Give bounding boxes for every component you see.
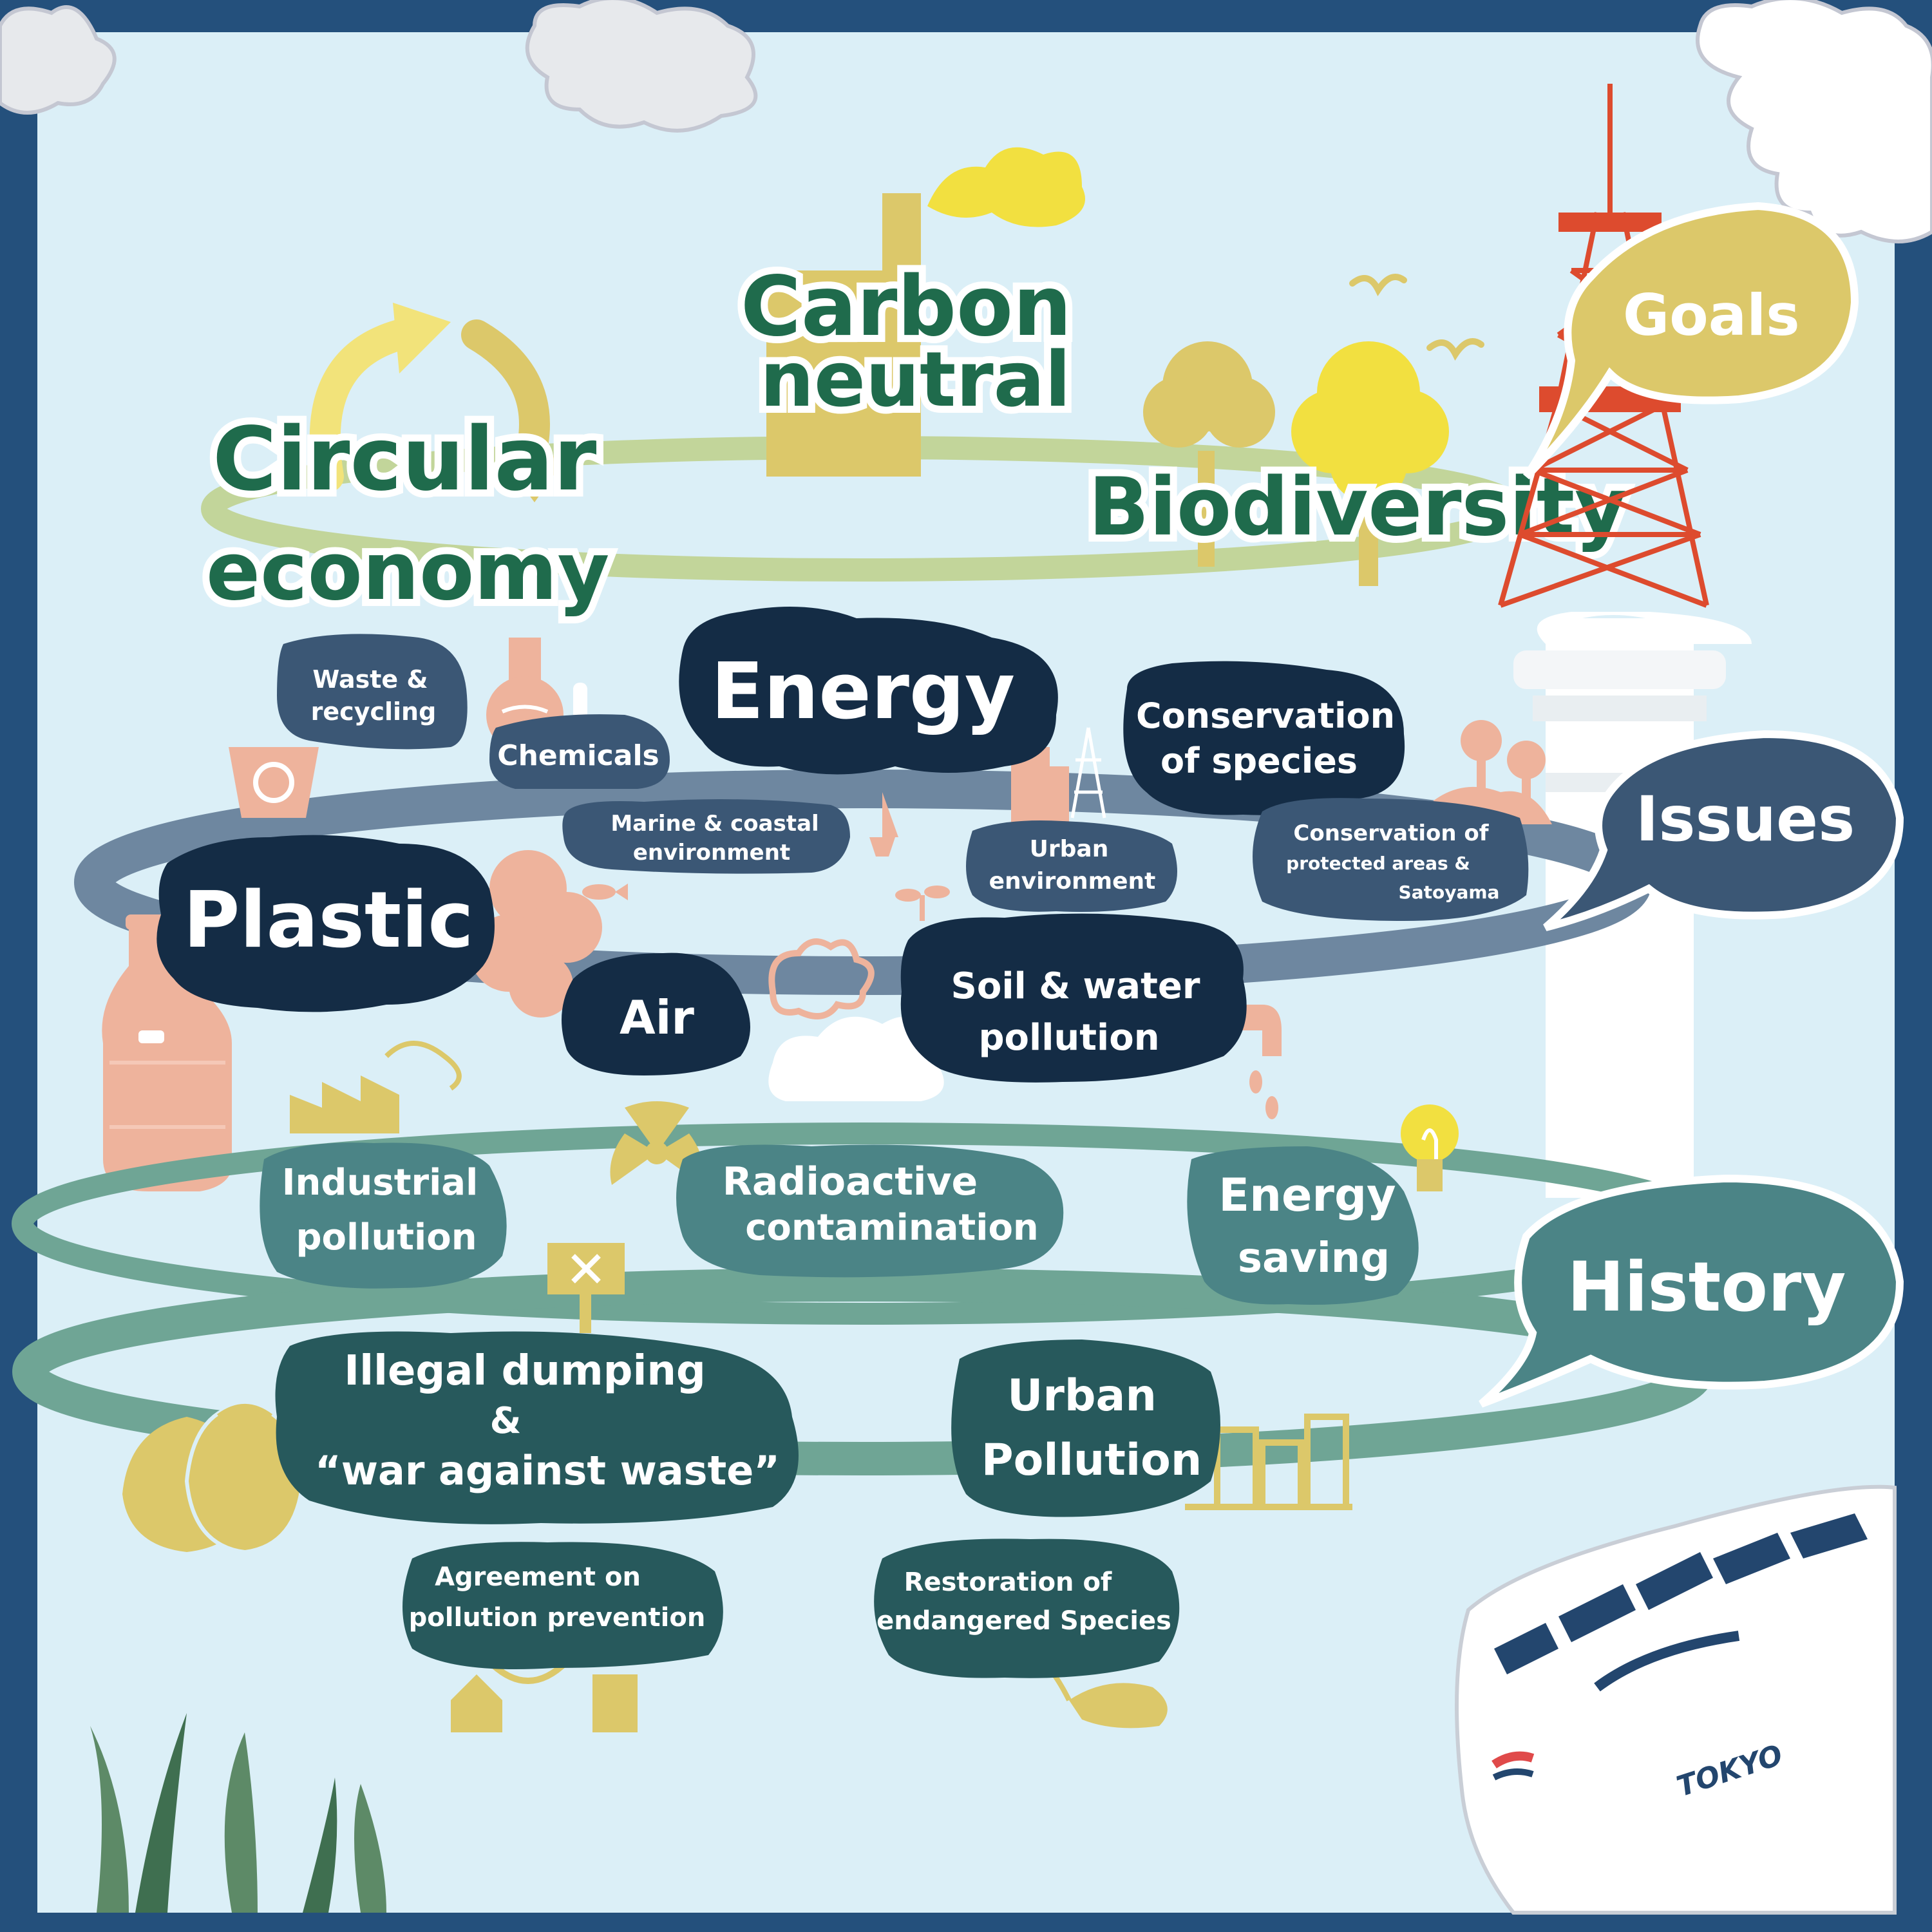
history-energy-saving: Energy saving	[1187, 1146, 1419, 1305]
history-urban-pollution-line1: Urban	[1007, 1370, 1157, 1421]
cloud-top-middle	[525, 0, 758, 133]
recycle-arrows-icon	[309, 303, 567, 502]
issue-energy-label: Energy	[711, 647, 1015, 737]
history-radioactive-line2: contamination	[745, 1207, 1039, 1249]
callout-issues-label: Issues	[1636, 783, 1855, 855]
issue-soil-water: Soil & water pollution	[900, 913, 1247, 1083]
goal-carbon-neutral-line2: neutral	[760, 335, 1071, 424]
issue-marine-coastal-line2: environment	[633, 840, 790, 866]
history-energy-saving-line2: saving	[1238, 1235, 1390, 1282]
history-illegal-dumping-line1: Illegal dumping	[344, 1347, 706, 1395]
issue-chemicals-label: Chemicals	[497, 739, 659, 772]
birds-icon	[1349, 274, 1484, 361]
history-energy-saving-line1: Energy	[1218, 1169, 1396, 1222]
cloud-top-right	[1696, 0, 1932, 243]
history-agreement-line2: pollution prevention	[409, 1603, 706, 1633]
history-urban-pollution-line2: Pollution	[981, 1435, 1202, 1486]
callout-issues: Issues	[1543, 730, 1904, 931]
history-industrial-pollution-line1: Industrial	[282, 1162, 478, 1204]
history-urban-pollution: Urban Pollution	[951, 1340, 1220, 1517]
cloud-top-left	[0, 5, 117, 115]
issue-protected-areas-line1: Conservation of	[1293, 820, 1489, 846]
history-industrial-pollution: Industrial pollution	[260, 1142, 507, 1289]
issue-plastic-label: Plastic	[183, 876, 473, 965]
issue-protected-areas-line2: protected areas &	[1286, 853, 1470, 874]
issue-marine-coastal: Marine & coastal environment	[562, 799, 850, 874]
issue-conservation-species-line2: of species	[1160, 741, 1358, 781]
issue-conservation-species-line1: Conservation	[1136, 696, 1395, 736]
issue-energy: Energy	[679, 607, 1058, 775]
city-skyline-icon	[1185, 1414, 1352, 1510]
smog-cloud-icon	[768, 938, 875, 1019]
grass-icon	[90, 1713, 386, 1913]
goal-circular-economy: Circular economy	[199, 402, 616, 625]
handshake-houses-icon	[451, 1659, 638, 1732]
bullet-train-icon: TOKYO	[1455, 1484, 1897, 1915]
history-radioactive: Radioactive contamination	[676, 1144, 1064, 1278]
issue-urban-environment: Urban environment	[966, 820, 1177, 912]
goal-circular-economy-line1: Circular	[213, 409, 596, 511]
issue-marine-coastal-line1: Marine & coastal	[611, 811, 819, 837]
no-dumping-sign-icon	[547, 1243, 625, 1333]
history-agreement: Agreement on pollution prevention	[402, 1542, 723, 1669]
issue-waste-recycling-line1: Waste &	[312, 665, 428, 694]
pollution-smoke-icon	[470, 850, 602, 1018]
history-illegal-dumping-line3: “war against waste”	[315, 1447, 780, 1494]
history-industrial-pollution-line2: pollution	[296, 1217, 477, 1258]
issue-conservation-species: Conservation of species	[1123, 661, 1405, 815]
goal-carbon-neutral-line1: Carbon	[741, 259, 1072, 355]
factory-icon	[290, 1041, 462, 1133]
carbon-building-icon	[766, 147, 1085, 477]
issue-waste-recycling: Waste & recycling	[277, 634, 468, 750]
lightbulb-icon	[1401, 1104, 1459, 1191]
history-restoration: Restoration of endangered Species	[874, 1539, 1180, 1678]
history-agreement-line1: Agreement on	[435, 1562, 641, 1592]
issue-waste-recycling-line2: recycling	[311, 697, 437, 726]
callout-history-label: History	[1567, 1247, 1846, 1327]
goal-circular-economy-line2: economy	[206, 526, 609, 618]
sprout-icon	[895, 886, 950, 921]
issue-air-label: Air	[620, 990, 694, 1045]
fish-icon	[582, 884, 628, 900]
issue-urban-environment-line1: Urban	[1030, 836, 1109, 862]
issue-protected-areas: Conservation of protected areas & Satoya…	[1253, 798, 1529, 921]
issue-air: Air	[562, 952, 750, 1075]
callout-goals-label: Goals	[1623, 282, 1800, 348]
issue-protected-areas-line3: Satoyama	[1399, 882, 1500, 903]
goal-carbon-neutral: Carbon neutral	[734, 252, 1079, 431]
history-illegal-dumping: Illegal dumping & “war against waste”	[275, 1331, 799, 1524]
history-restoration-line2: endangered Species	[876, 1606, 1171, 1636]
transmission-tower-icon	[1070, 727, 1106, 819]
issue-soil-water-line1: Soil & water	[951, 965, 1200, 1007]
issue-urban-environment-line2: environment	[989, 868, 1156, 895]
history-radioactive-line1: Radioactive	[723, 1159, 978, 1204]
boat-icon	[869, 792, 898, 857]
callout-history: History	[1479, 1174, 1904, 1408]
cloud-small-white	[768, 1016, 945, 1101]
issue-chemicals: Chemicals	[489, 714, 670, 789]
callout-goals: Goals	[1523, 202, 1859, 480]
history-illegal-dumping-line2: &	[490, 1400, 522, 1442]
bucket-recycle-icon	[229, 747, 319, 818]
urban-buildings-icon	[1011, 747, 1069, 831]
history-restoration-line1: Restoration of	[904, 1567, 1112, 1597]
issue-soil-water-line2: pollution	[978, 1017, 1159, 1059]
biodiversity-trees-icon	[1143, 341, 1449, 586]
satoyama-icon	[1410, 720, 1552, 824]
issue-plastic: Plastic	[156, 835, 495, 1012]
